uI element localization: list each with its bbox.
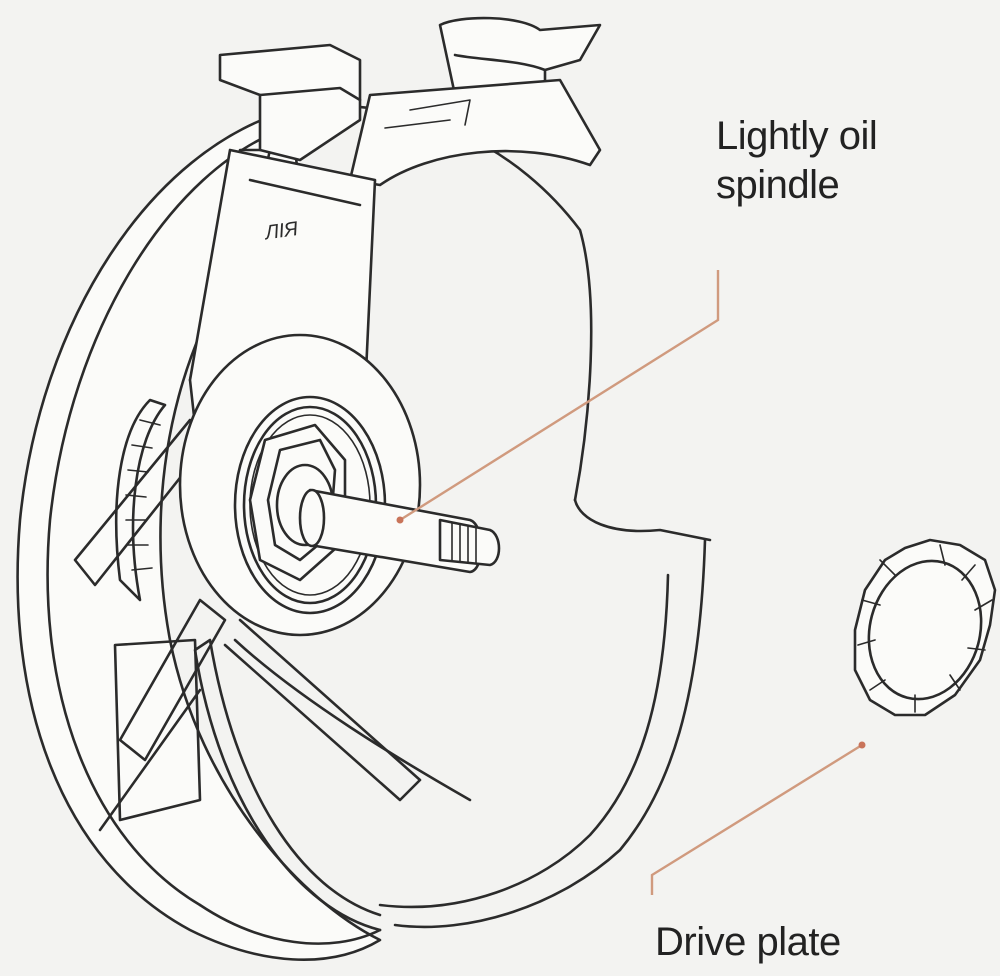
callout-lightly-oil-spindle: Lightly oil spindle bbox=[716, 112, 878, 210]
top-bracket-illustration bbox=[218, 16, 602, 187]
oil-spindle-leader-dot bbox=[396, 516, 404, 524]
oil-spindle-leader bbox=[399, 270, 720, 522]
svg-text:ЛIЯ: ЛIЯ bbox=[262, 218, 300, 245]
spindle-illustration bbox=[298, 488, 501, 574]
callout-drive-plate: Drive plate bbox=[655, 918, 841, 967]
drive-plate-illustration bbox=[853, 538, 997, 717]
callout-drive-plate-text: Drive plate bbox=[655, 920, 841, 964]
drive-plate-leader-dot bbox=[858, 741, 866, 749]
callout-oil-line2: spindle bbox=[716, 162, 840, 207]
drive-plate-leader bbox=[650, 743, 863, 895]
leader-lines bbox=[396, 270, 866, 895]
hub-illustration: ЛIЯ bbox=[115, 148, 422, 637]
callout-oil-line1: Lightly oil bbox=[716, 114, 878, 158]
